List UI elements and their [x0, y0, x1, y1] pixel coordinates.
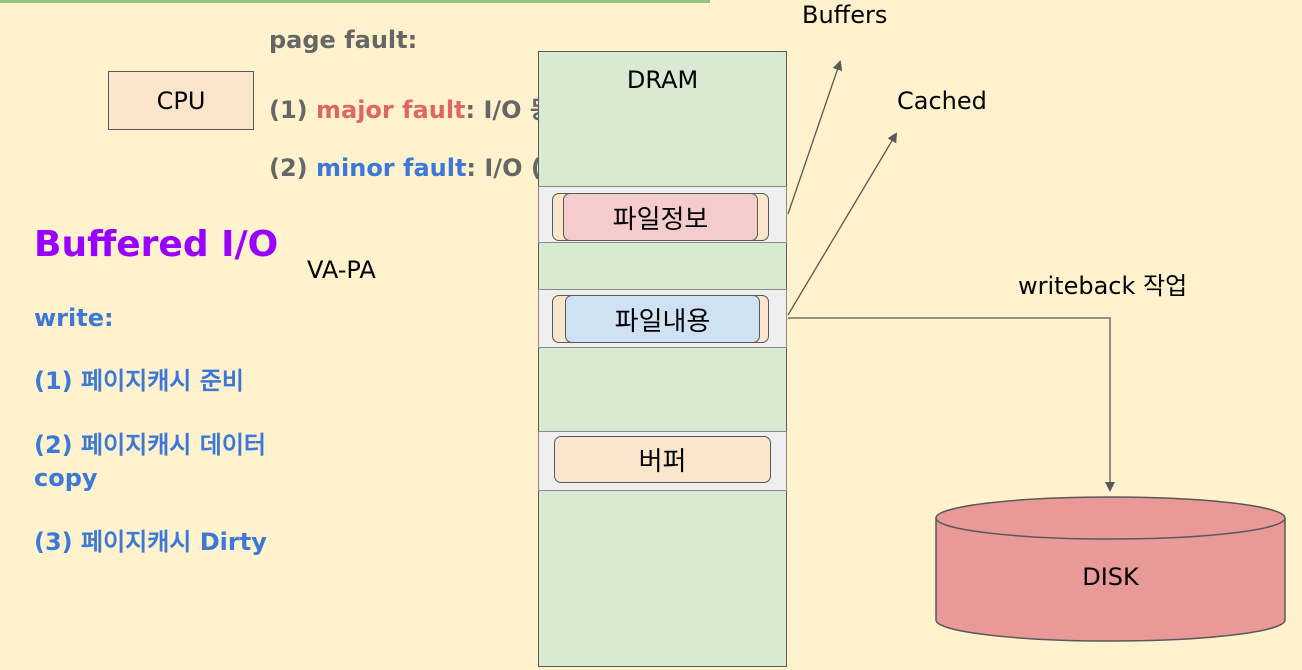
buffered-io-step: (1) 페이지캐시 준비: [34, 367, 244, 395]
buffered-io-title: Buffered I/O: [34, 224, 279, 265]
cached-arrow: [787, 132, 898, 316]
file-content-label: 파일내용: [614, 306, 711, 337]
top-divider: [0, 0, 710, 3]
minor-fault-line: (2) minor fault: I/O (X): [269, 154, 571, 182]
major-fault-term: major fault: [316, 96, 466, 124]
file-info-page: 파일정보: [563, 193, 758, 241]
cpu-label: CPU: [156, 86, 206, 115]
dram-block: [538, 51, 787, 667]
major-fault-prefix: (1): [269, 96, 316, 124]
buffered-io-step: (3) 페이지캐시 Dirty: [34, 528, 267, 556]
page-fault-title: page fault:: [269, 26, 418, 54]
file-content-page: 파일내용: [565, 295, 760, 343]
minor-fault-term: minor fault: [316, 154, 467, 182]
dram-label: DRAM: [626, 66, 699, 94]
va-pa-label: VA-PA: [307, 256, 376, 284]
disk-cylinder: [935, 496, 1286, 642]
minor-fault-prefix: (2): [269, 154, 316, 182]
file-info-label: 파일정보: [612, 204, 709, 235]
buffered-io-step: (2) 페이지캐시 데이터 copy: [34, 431, 266, 492]
cpu-box: CPU: [108, 71, 254, 130]
major-fault-line: (1) major fault: I/O 동반: [269, 90, 574, 125]
disk-label: DISK: [1082, 563, 1139, 591]
writeback-label: writeback 작업: [1018, 272, 1188, 300]
buffer-page: 버퍼: [554, 436, 771, 483]
writeback-arrow: [788, 317, 1115, 492]
buffers-arrow: [787, 60, 843, 215]
buffered-io-step: write:: [34, 304, 114, 332]
buffers-label: Buffers: [802, 1, 888, 29]
buffer-label: 버퍼: [638, 447, 687, 477]
cached-label: Cached: [897, 87, 987, 115]
